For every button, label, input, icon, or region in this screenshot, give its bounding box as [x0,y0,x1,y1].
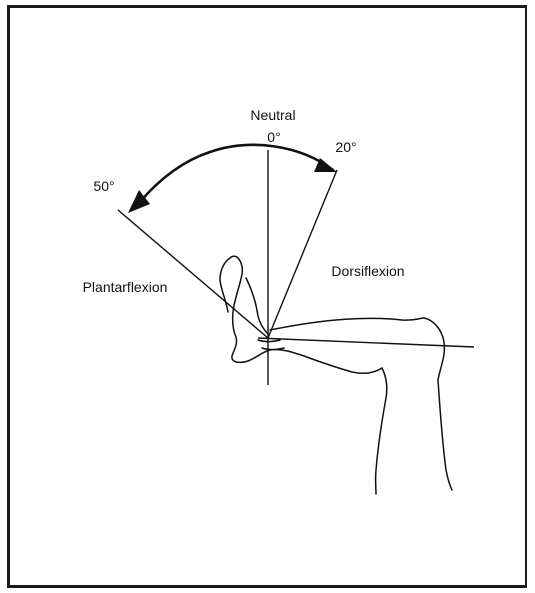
range-of-motion-arc [140,145,333,202]
leg-foot-drawing [220,256,452,494]
dorsiflexion-label: Dorsiflexion [331,263,404,279]
dorsiflexion-angle-label: 20° [335,139,356,155]
neutral-angle-label: 0° [267,129,280,145]
plantarflexion-angle-label: 50° [93,178,114,194]
dorsiflexion-limit-line [268,170,337,338]
neutral-label: Neutral [250,107,295,123]
plantarflexion-limit-line [118,210,268,338]
plantarflexion-label: Plantarflexion [83,279,168,295]
leg-reference-line [258,338,474,347]
